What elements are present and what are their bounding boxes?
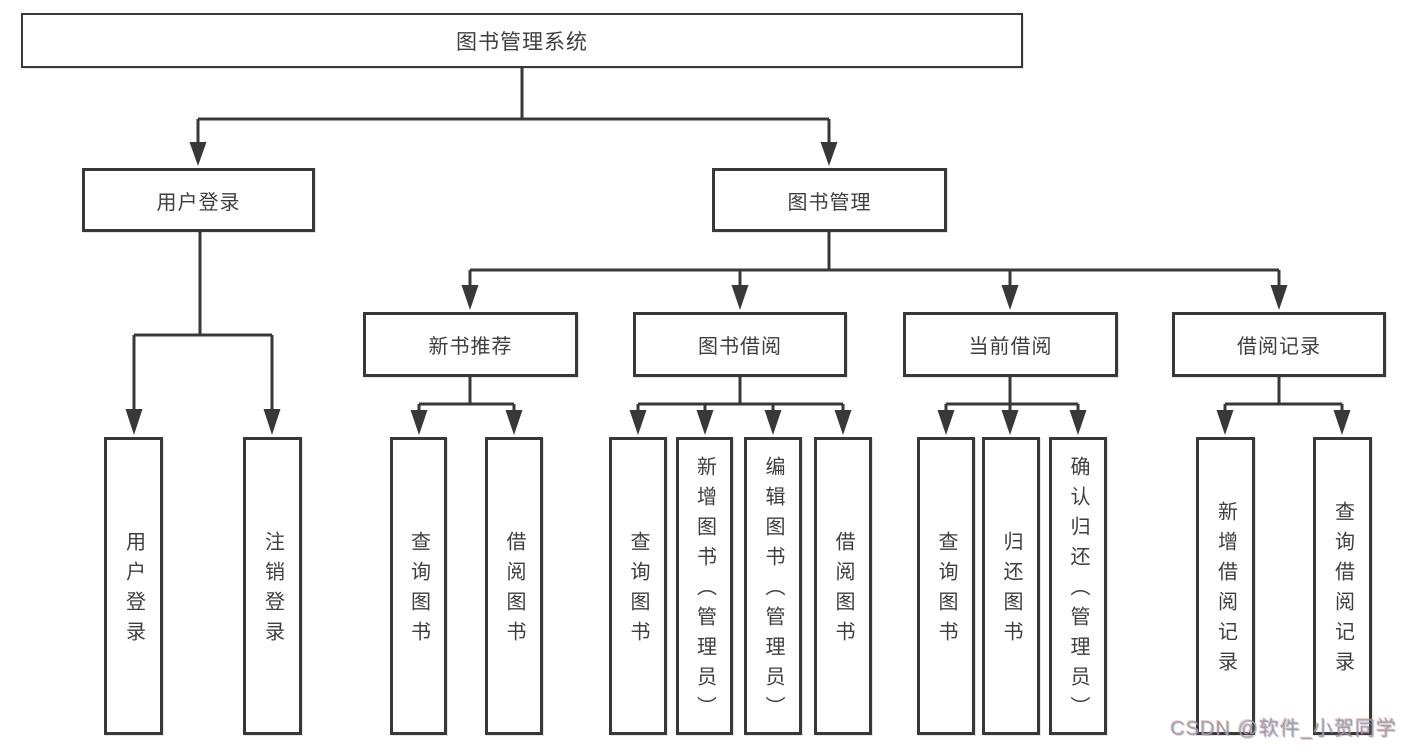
node-new-book-recommend-label: 新书推荐 [428,336,513,358]
leaf-confirm-return-admin-label: 确认归还（管理员） [1067,456,1089,726]
leaf-return-books-label: 归还图书 [1000,531,1022,651]
leaf-edit-books-admin-label: 编辑图书（管理员） [762,456,784,726]
node-book-management-label: 图书管理 [787,191,872,214]
leaf-add-books-admin-label: 新增图书（管理员） [693,456,716,726]
node-book-borrow-label: 图书借阅 [698,336,782,358]
leaf-add-books-admin: 新增图书（管理员） [676,437,733,735]
leaf-logout: 注销登录 [243,437,302,735]
leaf-borrow-query-books-label: 查询图书 [627,531,649,651]
leaf-query-borrow-record-label: 查询借阅记录 [1331,501,1354,681]
leaf-query-borrow-record: 查询借阅记录 [1313,437,1372,735]
leaf-user-login-label: 用户登录 [122,531,145,651]
leaf-current-query-books-label: 查询图书 [935,531,957,651]
watermark: CSDN @软件_小贺同学 [1170,718,1397,740]
leaf-recommend-borrow-books: 借阅图书 [485,437,543,735]
leaf-recommend-query-books-label: 查询图书 [407,531,430,651]
leaf-recommend-query-books: 查询图书 [390,437,447,735]
node-current-borrow: 当前借阅 [903,312,1118,377]
connector-current-children [937,377,1087,435]
leaf-current-query-books: 查询图书 [917,437,975,735]
node-borrow-records-label: 借阅记录 [1237,336,1321,358]
node-new-book-recommend: 新书推荐 [363,312,578,377]
node-borrow-records: 借阅记录 [1172,312,1386,377]
node-current-borrow-label: 当前借阅 [968,336,1053,358]
node-user-login-label: 用户登录 [156,191,241,214]
node-root-label: 图书管理系统 [456,30,588,54]
leaf-edit-books-admin: 编辑图书（管理员） [744,437,802,735]
leaf-logout-label: 注销登录 [261,531,284,651]
connector-newbooks-children [410,377,523,435]
leaf-add-borrow-record: 新增借阅记录 [1196,437,1255,735]
connector-root-to-level2 [189,68,838,166]
leaf-borrow-query-books: 查询图书 [609,437,667,735]
leaf-borrow-books: 借阅图书 [814,437,872,735]
connector-mgmt-sections [461,232,1288,310]
node-book-borrow: 图书借阅 [633,312,847,377]
leaf-recommend-borrow-books-label: 借阅图书 [503,531,525,651]
leaf-confirm-return-admin: 确认归还（管理员） [1049,437,1107,735]
leaf-add-borrow-record-label: 新增借阅记录 [1214,501,1237,681]
leaf-user-login: 用户登录 [104,437,163,735]
node-book-management: 图书管理 [712,168,947,232]
leaf-borrow-books-label: 借阅图书 [832,531,854,651]
node-user-login: 用户登录 [82,168,315,232]
connector-borrow-children [629,377,852,435]
connector-records-children [1216,377,1351,435]
leaf-return-books: 归还图书 [982,437,1040,735]
connector-login-children [125,232,281,435]
node-root: 图书管理系统 [21,13,1023,68]
